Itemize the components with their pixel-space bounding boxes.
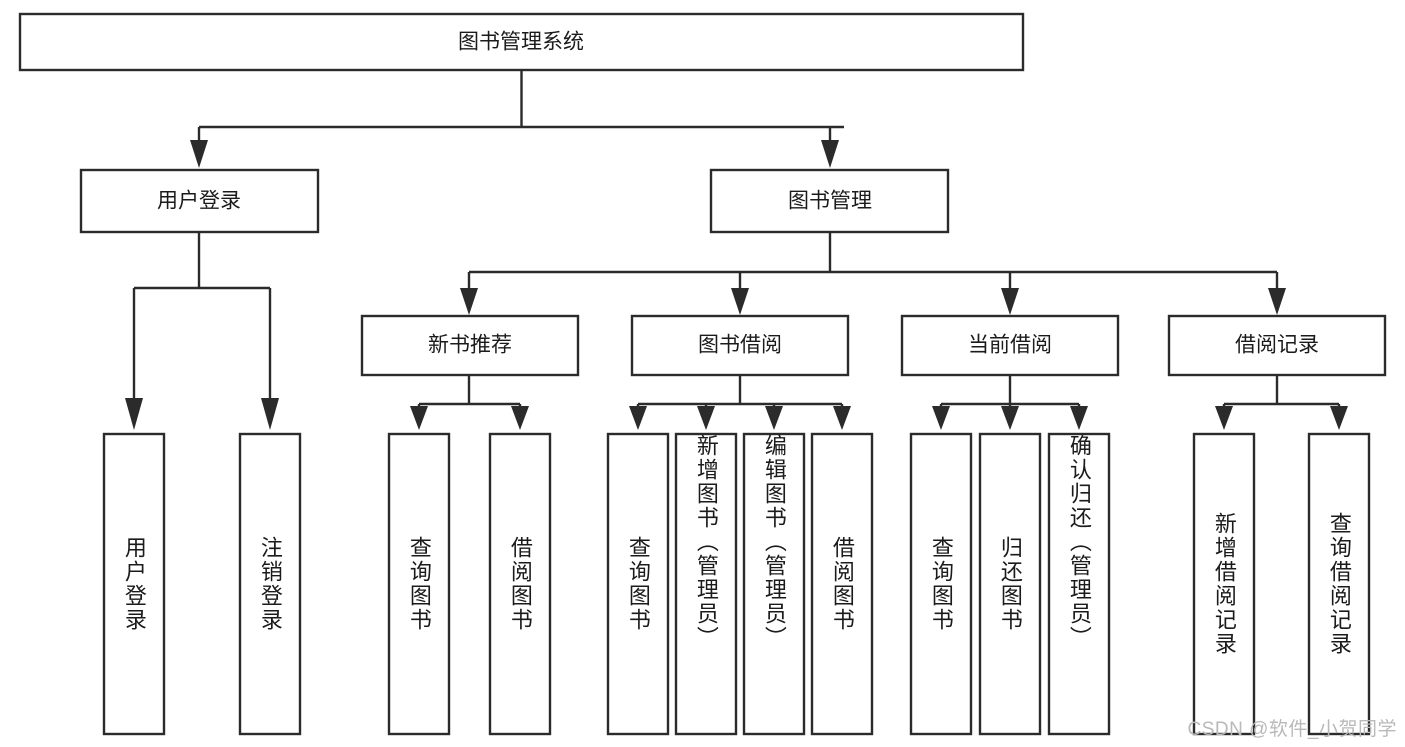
arrow-head-leaf-edit-book xyxy=(765,406,783,430)
arrow-head-borrow-record xyxy=(1268,288,1286,315)
leaf-box-query-record[interactable] xyxy=(1307,432,1371,736)
leaf-boxes-new-book-recommend xyxy=(387,432,552,736)
connector-group-borrow-record xyxy=(1215,375,1348,430)
node-new-book-recommend[interactable]: 新书推荐 xyxy=(360,314,580,377)
leaf-boxes-borrow-record xyxy=(1192,432,1371,736)
node-root[interactable]: 图书管理系统 xyxy=(18,12,1025,72)
connector-group-root xyxy=(190,70,844,168)
connector-group-current-borrow xyxy=(932,375,1088,430)
arrow-head-leaf-confirm-return xyxy=(1070,406,1088,430)
leaf-boxes-book-borrow xyxy=(606,432,874,736)
node-book-manage-label: 图书管理 xyxy=(788,190,872,213)
node-book-manage-box[interactable] xyxy=(709,168,950,234)
node-root-label: 图书管理系统 xyxy=(458,31,584,54)
node-root-box[interactable] xyxy=(18,12,1025,72)
connector-group-user-login xyxy=(125,232,279,430)
node-borrow-record-label: 借阅记录 xyxy=(1235,334,1319,357)
arrow-head-new-book-recommend xyxy=(460,288,478,315)
arrow-head-leaf-return-book xyxy=(1001,406,1019,430)
arrow-head-book-manage xyxy=(821,140,839,168)
node-borrow-record-box[interactable] xyxy=(1167,314,1387,377)
leaf-box-add-record[interactable] xyxy=(1192,432,1256,736)
leaf-box-borrow-book-2[interactable] xyxy=(810,432,874,736)
arrow-head-leaf-logout-login xyxy=(261,398,279,430)
arrow-head-leaf-add-record xyxy=(1215,406,1233,430)
leaf-box-add-book[interactable] xyxy=(674,432,738,736)
connector-group-book-borrow xyxy=(629,375,851,430)
node-user-login[interactable]: 用户登录 xyxy=(79,168,320,234)
leaf-boxes-current-borrow xyxy=(909,432,1111,736)
arrow-head-leaf-user-login xyxy=(125,398,143,430)
arrow-head-leaf-borrow-book-1 xyxy=(511,406,529,430)
leaf-box-user-login[interactable] xyxy=(102,432,166,736)
connector-group-book-manage xyxy=(460,232,1286,315)
node-borrow-record[interactable]: 借阅记录 xyxy=(1167,314,1387,377)
leaf-box-return-book[interactable] xyxy=(978,432,1042,736)
leaf-box-query-book-1[interactable] xyxy=(387,432,451,736)
leaf-box-logout-login[interactable] xyxy=(238,432,302,736)
node-user-login-label: 用户登录 xyxy=(157,190,241,213)
arrow-head-leaf-query-book-1 xyxy=(410,406,428,430)
leaf-box-borrow-book-1[interactable] xyxy=(488,432,552,736)
node-current-borrow-box[interactable] xyxy=(900,314,1120,377)
node-current-borrow[interactable]: 当前借阅 xyxy=(900,314,1120,377)
leaf-box-confirm-return[interactable] xyxy=(1047,432,1111,736)
arrow-head-leaf-query-record xyxy=(1330,406,1348,430)
node-book-borrow[interactable]: 图书借阅 xyxy=(630,314,850,377)
node-book-borrow-label: 图书借阅 xyxy=(698,334,782,357)
arrow-head-current-borrow xyxy=(1001,288,1019,315)
watermark-text: CSDN @软件_小贺同学 xyxy=(1187,719,1397,740)
arrow-head-book-borrow xyxy=(731,288,749,315)
arrow-head-user-login xyxy=(190,140,208,168)
node-user-login-box[interactable] xyxy=(79,168,320,234)
connector-group-new-book-recommend xyxy=(410,375,529,430)
node-new-book-recommend-label: 新书推荐 xyxy=(428,334,512,357)
arrow-head-leaf-query-book-3 xyxy=(932,406,950,430)
arrow-head-leaf-add-book xyxy=(697,406,715,430)
leaf-box-query-book-2[interactable] xyxy=(606,432,670,736)
node-book-manage[interactable]: 图书管理 xyxy=(709,168,950,234)
node-new-book-recommend-box[interactable] xyxy=(360,314,580,377)
arrow-head-leaf-borrow-book-2 xyxy=(833,406,851,430)
leaf-box-query-book-3[interactable] xyxy=(909,432,973,736)
node-current-borrow-label: 当前借阅 xyxy=(968,334,1052,357)
leaf-box-edit-book[interactable] xyxy=(742,432,806,736)
leaf-boxes-user-login xyxy=(102,432,302,736)
arrow-head-leaf-query-book-2 xyxy=(629,406,647,430)
node-book-borrow-box[interactable] xyxy=(630,314,850,377)
